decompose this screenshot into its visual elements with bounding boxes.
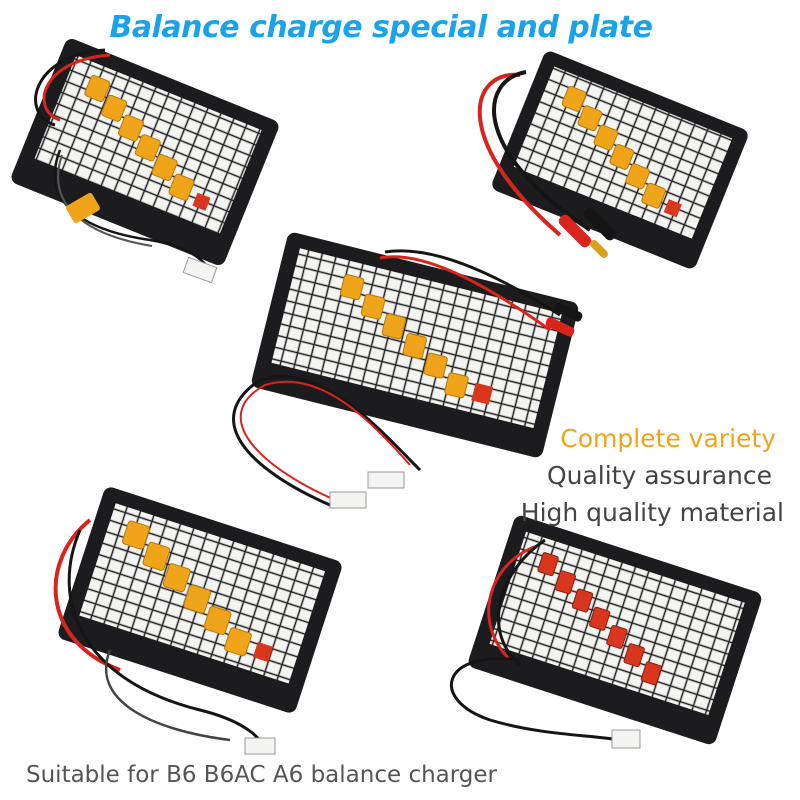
board-xt60-bottom-left — [58, 487, 342, 713]
board-xt60-center — [251, 232, 579, 458]
compatibility-caption: Suitable for B6 B6AC A6 balance charger — [26, 762, 498, 788]
feature-complete-variety: Complete variety — [560, 424, 776, 453]
page-title: Balance charge special and plate — [109, 10, 653, 45]
feature-quality-assurance: Quality assurance — [546, 461, 772, 490]
board-xt60-top-right — [492, 51, 748, 269]
feature-high-quality-material: High quality material — [520, 498, 784, 527]
board-t-plug-bottom-right — [468, 515, 762, 745]
